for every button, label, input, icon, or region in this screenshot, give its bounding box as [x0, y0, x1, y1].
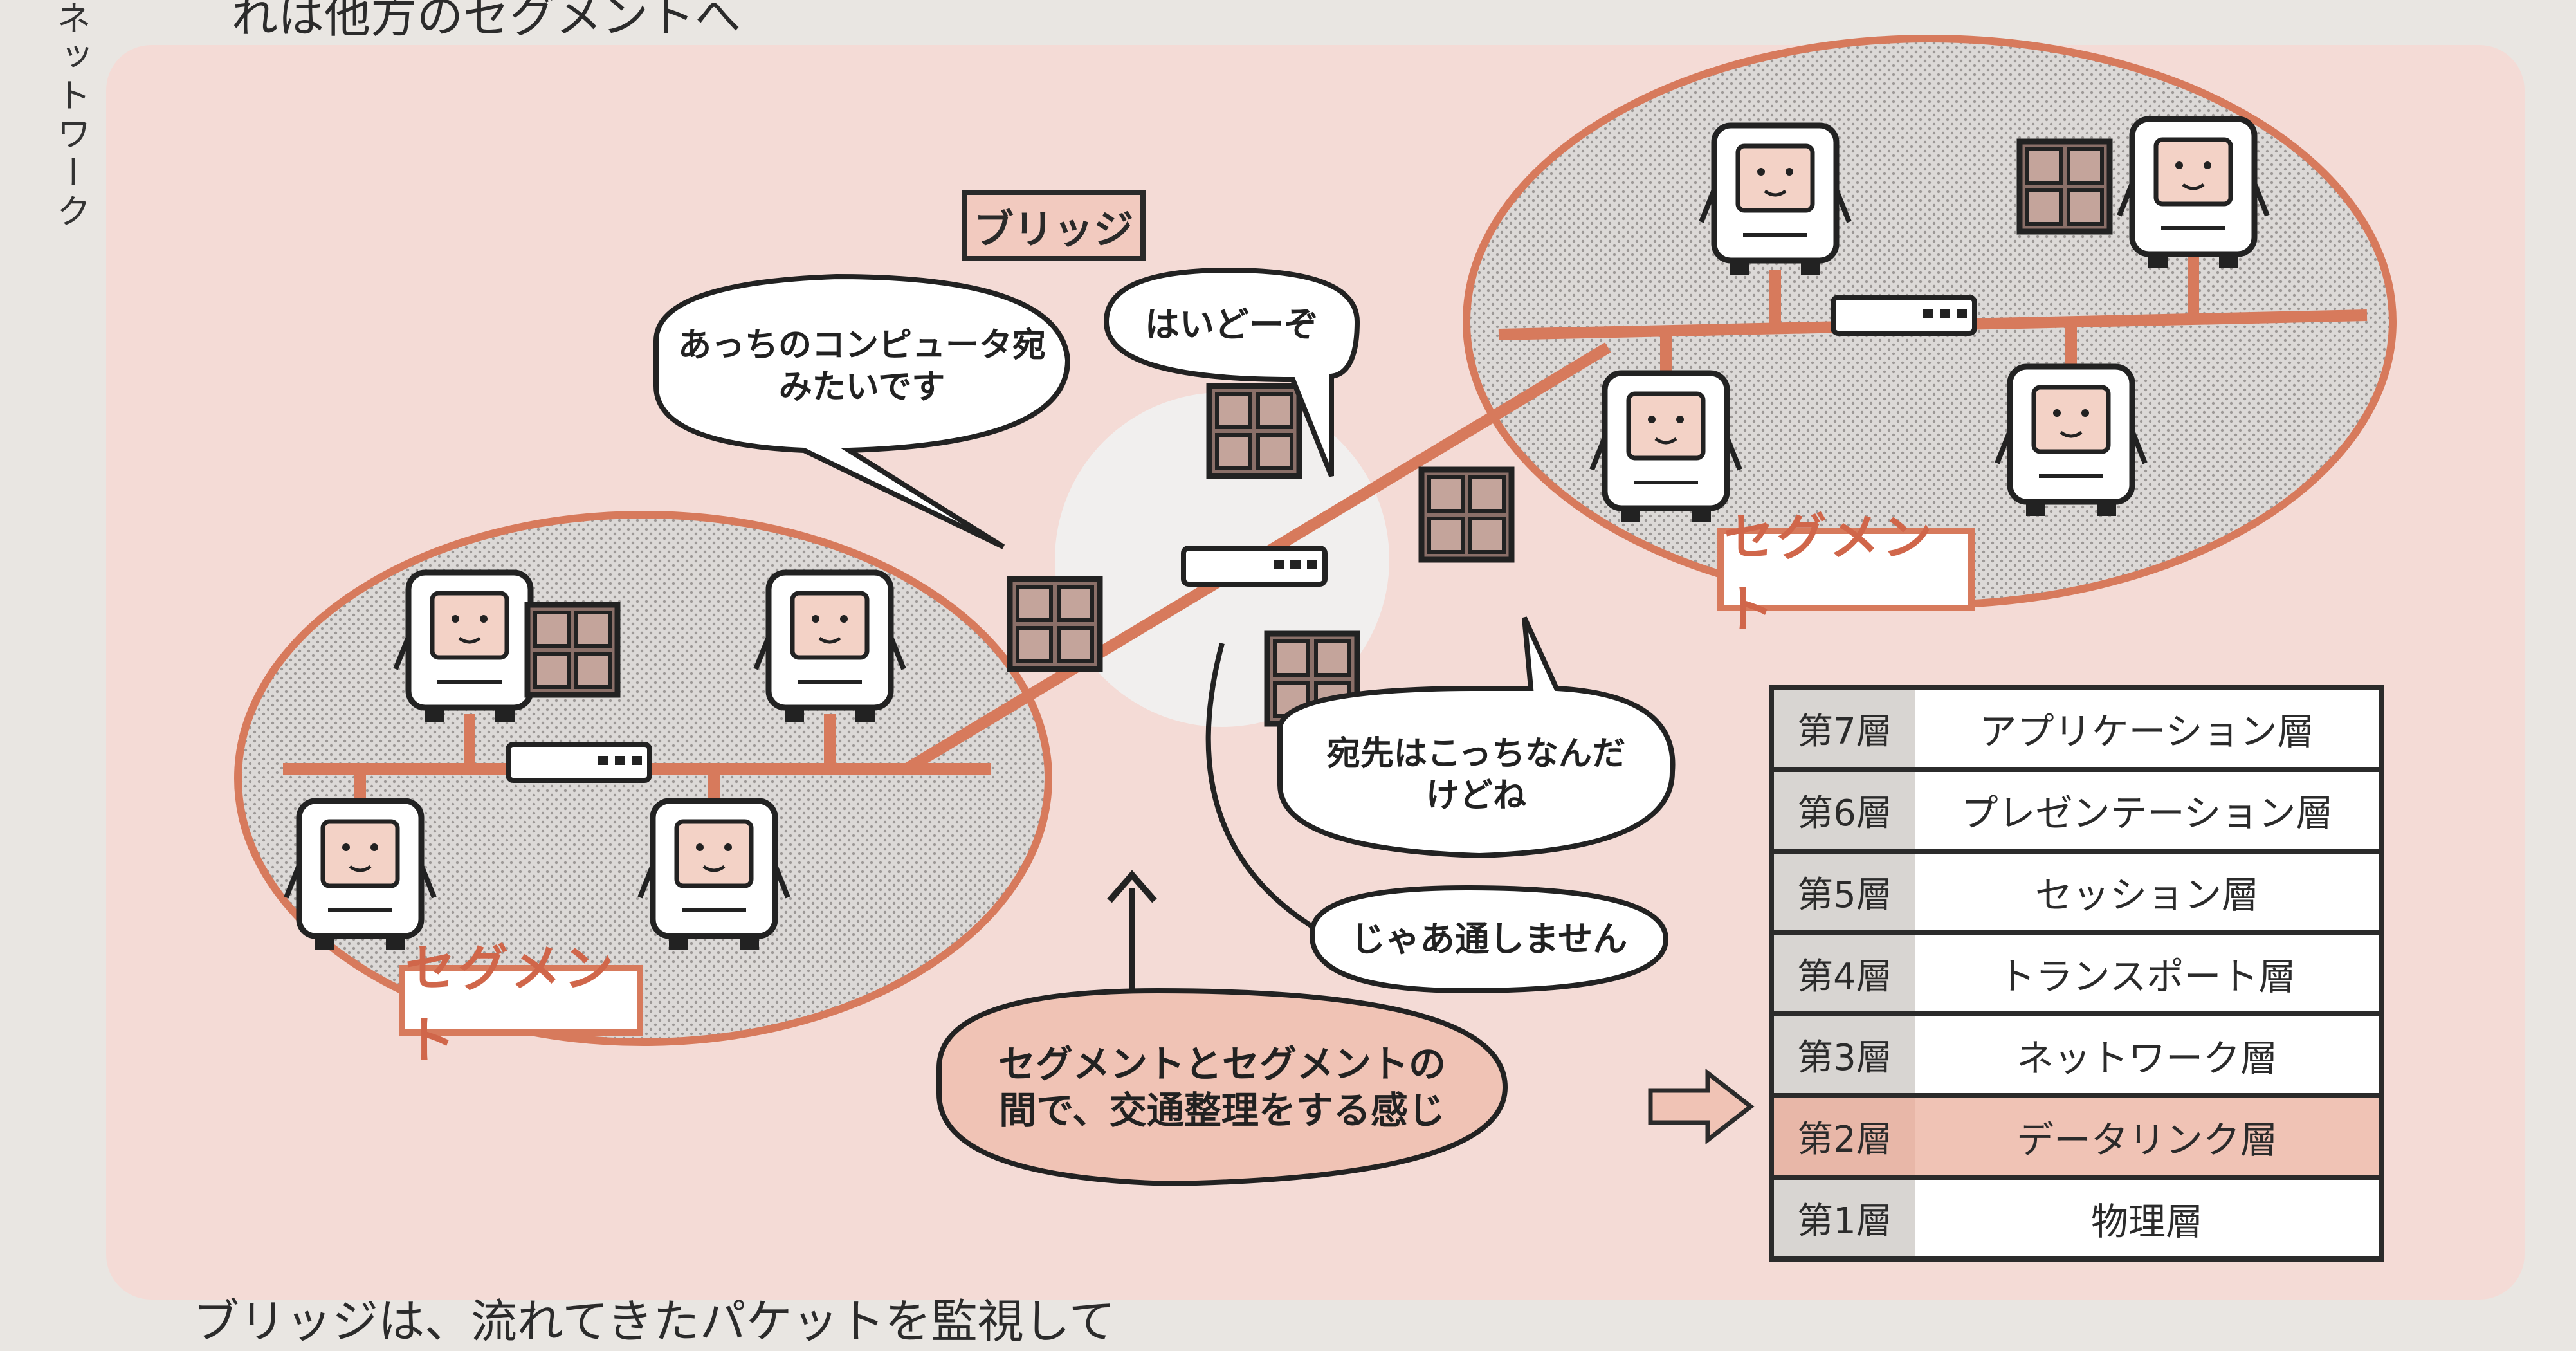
hub-icon — [508, 744, 650, 780]
layer-number: 第5層 — [1774, 853, 1915, 930]
speech-center-top-text: はいどーぞ — [1145, 304, 1319, 345]
packet-icon — [1010, 579, 1100, 669]
layer-number: 第2層 — [1774, 1098, 1915, 1175]
layer-row-3: 第3層 ネットワーク層 — [1774, 1016, 2379, 1094]
layer-row-2-highlighted: 第2層 データリンク層 — [1774, 1098, 2379, 1175]
speech-bubble-left — [653, 273, 1071, 549]
caption-bubble — [936, 988, 1508, 1187]
computer-icon — [396, 573, 544, 722]
layer-number: 第1層 — [1774, 1180, 1915, 1257]
speech-lower-text: じゃあ通しません — [1350, 919, 1628, 960]
speech-bubble-center-top — [1103, 267, 1360, 477]
layer-name: データリンク層 — [1915, 1098, 2379, 1175]
layer-name: プレゼンテーション層 — [1960, 791, 2334, 836]
speech-left-text: あっちのコンピュータ宛 みたいです — [677, 326, 1046, 407]
layer-name: 物理層 — [2090, 1199, 2203, 1244]
layer-number: 第4層 — [1774, 935, 1915, 1012]
computer-icon — [1997, 367, 2145, 516]
caption-text: セグメントとセグメントの 間で、交通整理をする感じ — [998, 1042, 1446, 1133]
speech-bubble-lower — [1310, 885, 1669, 994]
hub-icon — [1833, 297, 1975, 333]
packet-icon — [2020, 142, 2110, 232]
layer-row-6: 第6層 プレゼンテーション層 — [1774, 771, 2379, 849]
right-arrow-icon — [1648, 1068, 1755, 1145]
computer-icon — [1701, 125, 1849, 275]
osi-layer-table: 第7層 アプリケーション層 第6層 プレゼンテーション層 第5層 セッション層 … — [1769, 685, 2384, 1262]
computer-icon — [2119, 119, 2267, 268]
layer-row-5: 第5層 セッション層 — [1774, 853, 2379, 930]
layer-name: セッション層 — [2034, 873, 2259, 917]
layer-name: アプリケーション層 — [1979, 710, 2315, 754]
top-body-text: れは他方のセグメントへ — [232, 0, 742, 43]
bridge-label: ブリッジ — [962, 190, 1146, 261]
layer-number: 第7層 — [1774, 690, 1915, 767]
packet-icon — [1421, 470, 1512, 560]
side-chapter-label: ネットワーク — [50, 0, 91, 232]
speech-bubble-center-bottom — [1277, 616, 1676, 859]
computer-icon — [640, 801, 788, 950]
computer-icon — [1592, 373, 1740, 522]
layer-number: 第3層 — [1774, 1016, 1915, 1094]
packet-icon — [527, 605, 617, 695]
layer-name: ネットワーク層 — [2016, 1036, 2278, 1080]
packet-icon — [1209, 386, 1299, 476]
speech-center-bottom-text: 宛先はこっちなんだ けどね — [1326, 735, 1626, 815]
computer-icon — [756, 573, 904, 722]
layer-row-4: 第4層 トランスポート層 — [1774, 935, 2379, 1012]
segment-label-right: セグメント — [1717, 509, 1975, 639]
layer-row-7: 第7層 アプリケーション層 — [1774, 690, 2379, 767]
bottom-body-text: ブリッジは、流れてきたパケットを監視して — [193, 1294, 1115, 1348]
layer-row-1: 第1層 物理層 — [1774, 1180, 2379, 1257]
layer-number: 第6層 — [1774, 771, 1915, 849]
layer-name: トランスポート層 — [1998, 955, 2296, 998]
segment-label-left: セグメント — [399, 940, 643, 1070]
bridge-device-icon — [1183, 548, 1325, 584]
